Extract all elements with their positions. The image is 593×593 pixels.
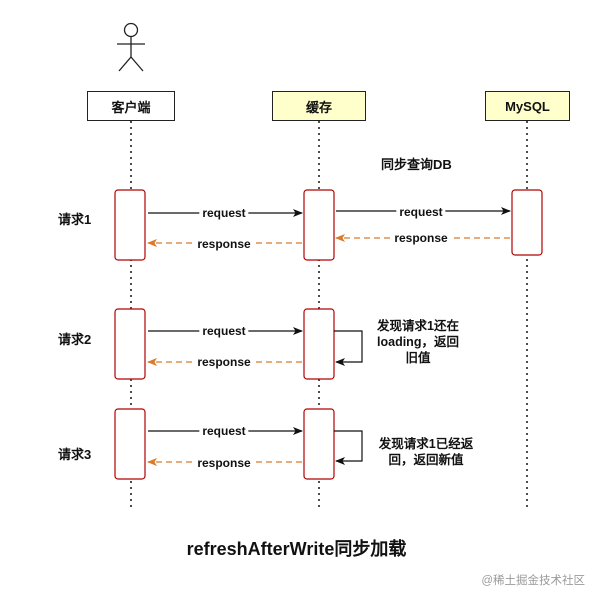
row3-note: 发现请求1已经返 回，返回新值 bbox=[378, 437, 474, 467]
row1-db-response-label: response bbox=[391, 231, 451, 245]
client-participant: 客户端 bbox=[87, 91, 175, 121]
cache-participant: 缓存 bbox=[272, 91, 366, 121]
actor-icon bbox=[117, 22, 145, 72]
row2-label: 请求2 bbox=[58, 332, 92, 347]
row3-self-arrow bbox=[334, 430, 363, 465]
mysql-activation-1 bbox=[511, 189, 543, 256]
row1-response-label: response bbox=[194, 237, 254, 251]
cache-activation-1 bbox=[303, 189, 335, 261]
row2-request-label: request bbox=[199, 324, 249, 338]
db-query-label: 同步查询DB bbox=[381, 157, 452, 172]
row1-label: 请求1 bbox=[58, 212, 92, 227]
row3-response-label: response bbox=[194, 456, 254, 470]
mysql-participant-label: MySQL bbox=[505, 98, 550, 114]
client-participant-label: 客户端 bbox=[111, 99, 151, 115]
row1-request-label: request bbox=[199, 206, 249, 220]
diagram-title: refreshAfterWrite同步加载 bbox=[186, 539, 407, 559]
mysql-participant: MySQL bbox=[485, 91, 570, 121]
cache-activation-3 bbox=[303, 408, 335, 480]
row3-label: 请求3 bbox=[58, 447, 92, 462]
cache-participant-label: 缓存 bbox=[305, 99, 332, 115]
cache-activation-2 bbox=[303, 308, 335, 380]
watermark: @稀土掘金技术社区 bbox=[481, 575, 585, 587]
client-activation-3 bbox=[114, 408, 146, 480]
client-activation-1 bbox=[114, 189, 146, 261]
client-activation-2 bbox=[114, 308, 146, 380]
row2-response-label: response bbox=[194, 355, 254, 369]
row2-note: 发现请求1还在 loading，返回 旧值 bbox=[377, 319, 459, 365]
row2-self-arrow bbox=[334, 330, 363, 366]
row3-request-label: request bbox=[199, 424, 249, 438]
row1-db-request-label: request bbox=[396, 205, 446, 219]
